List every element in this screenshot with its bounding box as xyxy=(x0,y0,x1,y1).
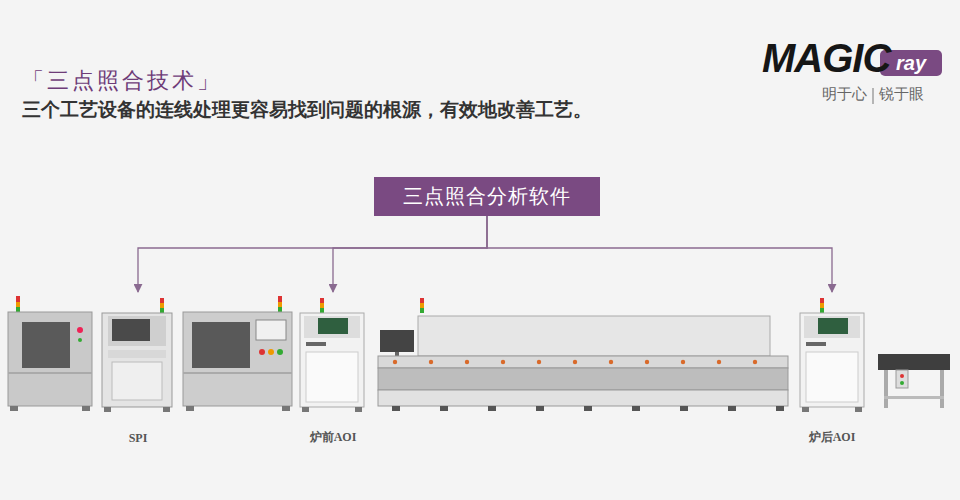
mounter-machine xyxy=(183,296,292,411)
oven-foot xyxy=(680,406,688,411)
reflow-oven xyxy=(378,298,788,411)
oven-lamp xyxy=(753,360,757,364)
connector-arrow xyxy=(138,216,487,292)
spi-machine xyxy=(102,298,172,412)
oven-lamp xyxy=(465,360,469,364)
oven-foot xyxy=(776,406,784,411)
box-label: 三点照合分析软件 xyxy=(390,183,584,210)
oven-foot xyxy=(440,406,448,411)
oven-lamp xyxy=(393,360,397,364)
oven-lamp xyxy=(645,360,649,364)
oven-foot xyxy=(392,406,400,411)
equipment-node: SPI xyxy=(100,292,176,446)
equipment-node: 炉前AOI xyxy=(295,292,371,446)
subtitle: 三个工艺设备的连线处理更容易找到问题的根源，有效地改善工艺。 xyxy=(22,100,592,121)
oven-lamp xyxy=(429,360,433,364)
tagline: 锐于眼 xyxy=(879,86,924,103)
oven-foot xyxy=(536,406,544,411)
connector-arrow xyxy=(333,216,487,292)
oven-foot xyxy=(632,406,640,411)
conveyor xyxy=(878,354,950,408)
logo-word: MAGIC xyxy=(762,36,890,80)
oven-foot xyxy=(584,406,592,411)
post-aoi-machine xyxy=(800,298,864,412)
printer-machine xyxy=(8,296,92,411)
title: 「三点照合技术」 xyxy=(22,66,222,96)
tagline: 明于心 xyxy=(822,86,867,103)
equipment-node: 炉后AOI xyxy=(794,292,870,446)
equipment-label: 炉后AOI xyxy=(794,429,870,446)
oven-lamp xyxy=(537,360,541,364)
connector-arrow xyxy=(487,216,832,292)
oven-foot xyxy=(488,406,496,411)
oven-foot xyxy=(728,406,736,411)
equipment-label: 炉前AOI xyxy=(295,429,371,446)
pre-aoi-machine xyxy=(300,298,364,412)
oven-lamp xyxy=(609,360,613,364)
oven-lamp xyxy=(681,360,685,364)
oven-lamp xyxy=(717,360,721,364)
oven-lamp xyxy=(501,360,505,364)
equipment-label: SPI xyxy=(100,431,176,446)
software-box: 三点照合分析软件 xyxy=(374,177,600,216)
oven-lamp xyxy=(573,360,577,364)
logo-divider xyxy=(873,88,874,104)
logo-badge-text: ray xyxy=(896,52,926,74)
